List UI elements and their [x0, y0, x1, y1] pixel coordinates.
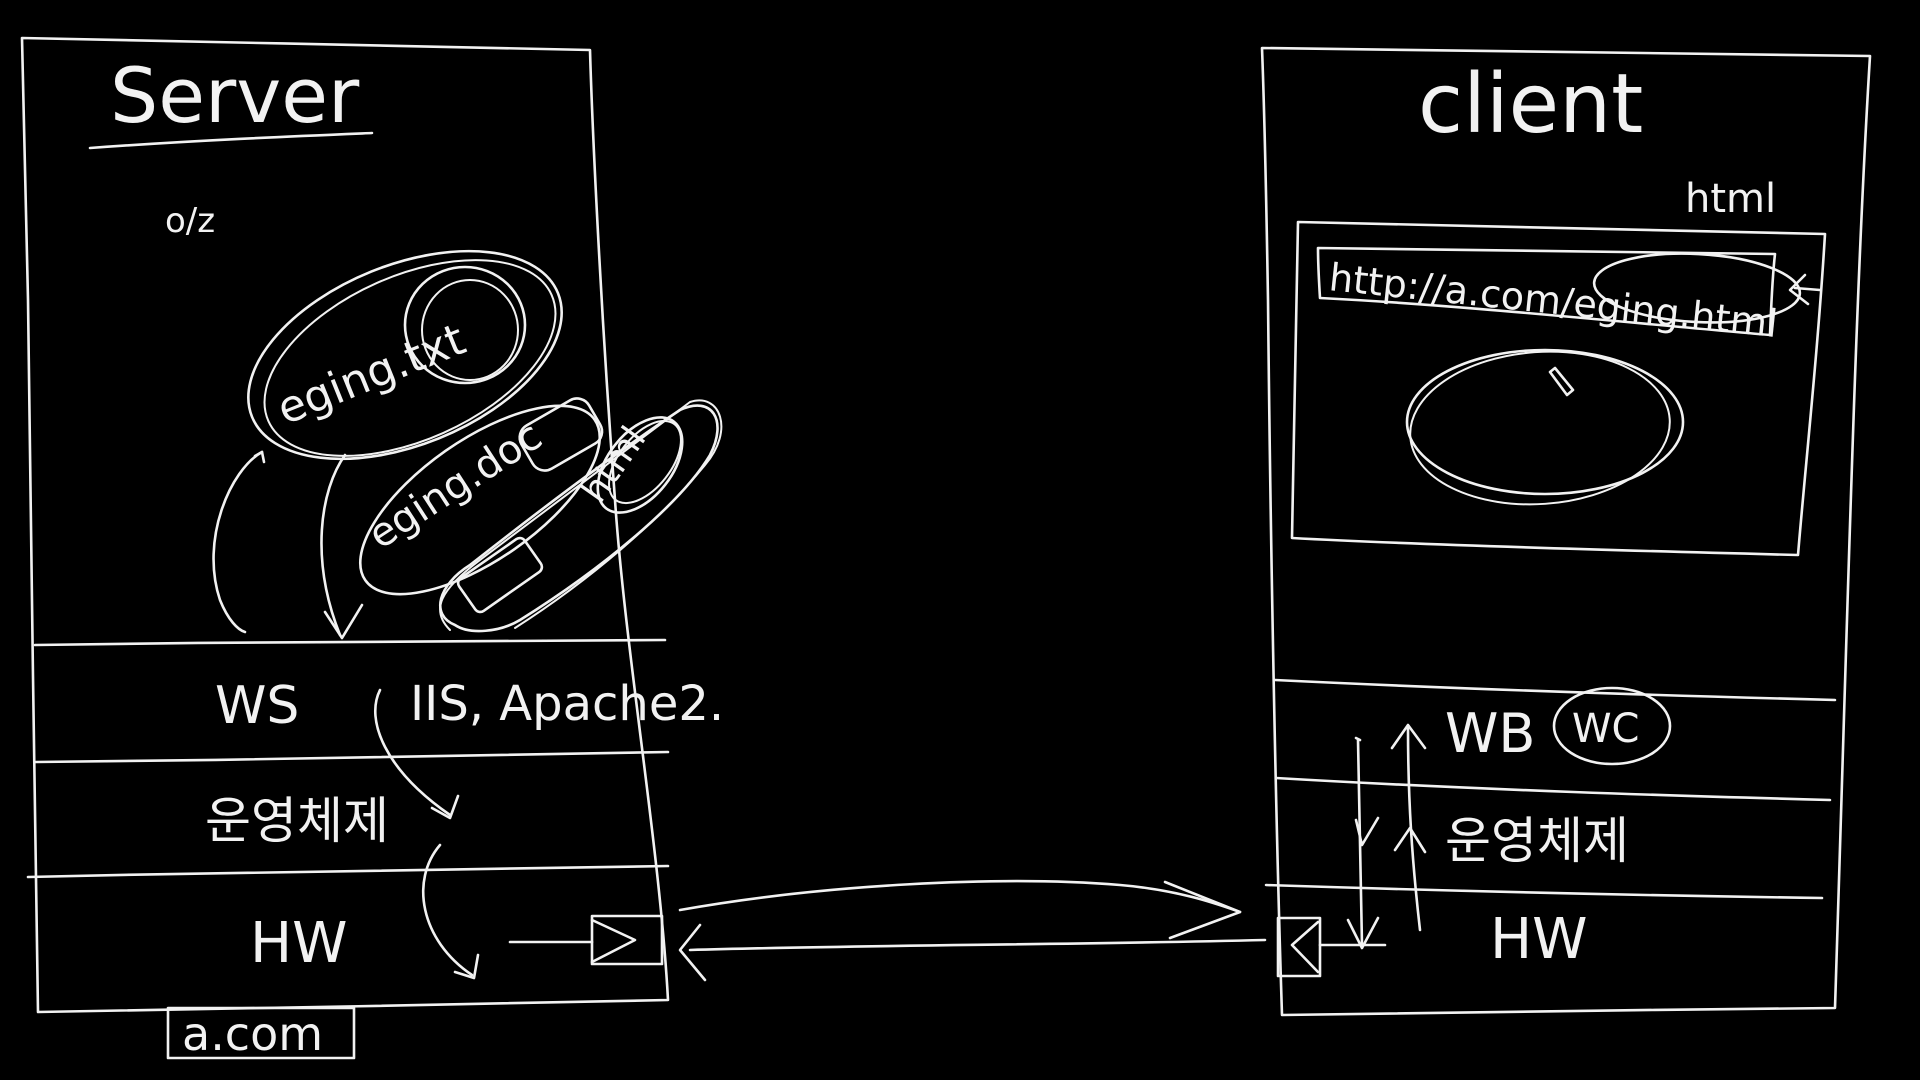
- client-request-arrows: [1346, 723, 1427, 950]
- file-html-blob: [438, 399, 723, 633]
- client-layer-wb: WB: [1445, 702, 1535, 765]
- server-title: Server: [110, 51, 360, 140]
- client-network-port: [1276, 916, 1387, 978]
- network-connection: [678, 879, 1267, 982]
- server-domain: a.com: [182, 1007, 323, 1061]
- ws-to-os-arrow: [374, 688, 452, 817]
- client-layer-wc: WC: [1572, 706, 1639, 752]
- server-layer-ws-note: IIS, Apache2.: [410, 676, 724, 732]
- server-network-port: [508, 914, 664, 966]
- server-mark: o/z: [165, 201, 215, 241]
- client-layer-wc-circle: [1552, 686, 1672, 766]
- browser-address-bar[interactable]: [1316, 246, 1822, 337]
- browser-window: [1290, 220, 1827, 557]
- client-html-note: html: [1685, 176, 1776, 222]
- file-to-ws-arrows: [212, 450, 364, 640]
- browser-url: http://a.com/eging.html: [1327, 255, 1780, 346]
- file-txt-label: eging.txt: [270, 314, 472, 435]
- client-layer-hw: HW: [1490, 907, 1587, 972]
- mouse-cursor-icon: [1548, 366, 1575, 397]
- server-layer-os: 운영체제: [205, 792, 389, 850]
- browser-page-content: [1405, 348, 1685, 506]
- server-domain-box: [166, 1006, 356, 1060]
- file-txt-blob: [247, 249, 563, 461]
- file-html-label: html: [574, 419, 655, 510]
- server-layer-hw: HW: [250, 911, 347, 976]
- client-layer-os: 운영체제: [1445, 812, 1629, 870]
- os-to-hw-arrow: [421, 843, 474, 977]
- client-title: client: [1418, 57, 1643, 152]
- file-doc-label: eging.doc: [360, 413, 550, 559]
- server-box: [20, 36, 670, 1014]
- file-doc-blob: [358, 397, 604, 596]
- client-box: [1260, 46, 1872, 1017]
- server-layer-ws: WS: [215, 676, 299, 736]
